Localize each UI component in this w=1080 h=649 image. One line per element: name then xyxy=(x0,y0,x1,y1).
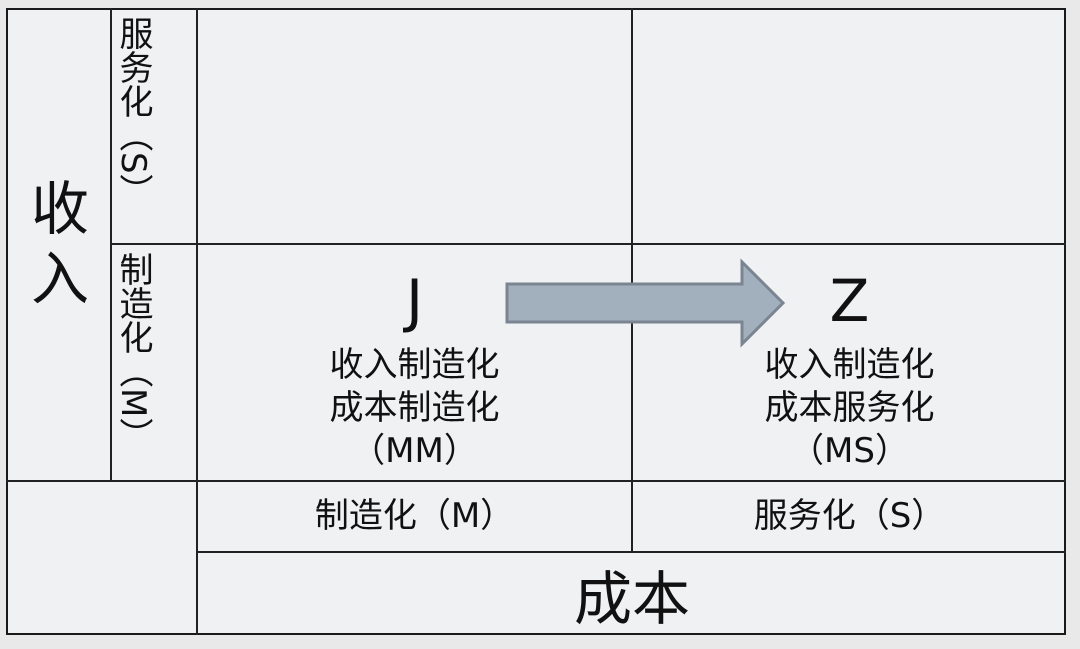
cell-line: （MS） xyxy=(790,431,909,471)
grid-line-v1 xyxy=(110,8,112,482)
grid-line-v2 xyxy=(196,8,198,635)
arrow-shape xyxy=(505,258,786,348)
row-label-manufacturing: 制造化（M） xyxy=(113,252,153,452)
grid-line-h1 xyxy=(110,243,1066,245)
cell-line: 成本服务化 xyxy=(764,388,935,428)
column-label-service: 服务化（S） xyxy=(753,496,946,536)
cell-line: 收入制造化 xyxy=(329,345,500,385)
grid-line-h2 xyxy=(6,480,1066,482)
cost-axis-label: 成本 xyxy=(573,565,690,633)
cell-line: （MM） xyxy=(351,431,478,471)
grid-line-v3 xyxy=(631,8,633,553)
row-label-service: 服务化（S） xyxy=(113,16,153,208)
cell-letter-j: J xyxy=(405,267,424,335)
revenue-axis-label: 收入 xyxy=(30,175,89,313)
cell-mm: J 收入制造化 成本制造化 （MM） xyxy=(198,272,631,473)
cell-line: 收入制造化 xyxy=(764,345,935,385)
cell-line: 成本制造化 xyxy=(329,388,500,428)
grid-line-h3 xyxy=(196,551,1066,553)
column-label-manufacturing: 制造化（M） xyxy=(314,496,515,536)
cell-ms: Z 收入制造化 成本服务化 （MS） xyxy=(633,272,1066,473)
cell-letter-z: Z xyxy=(829,267,870,335)
